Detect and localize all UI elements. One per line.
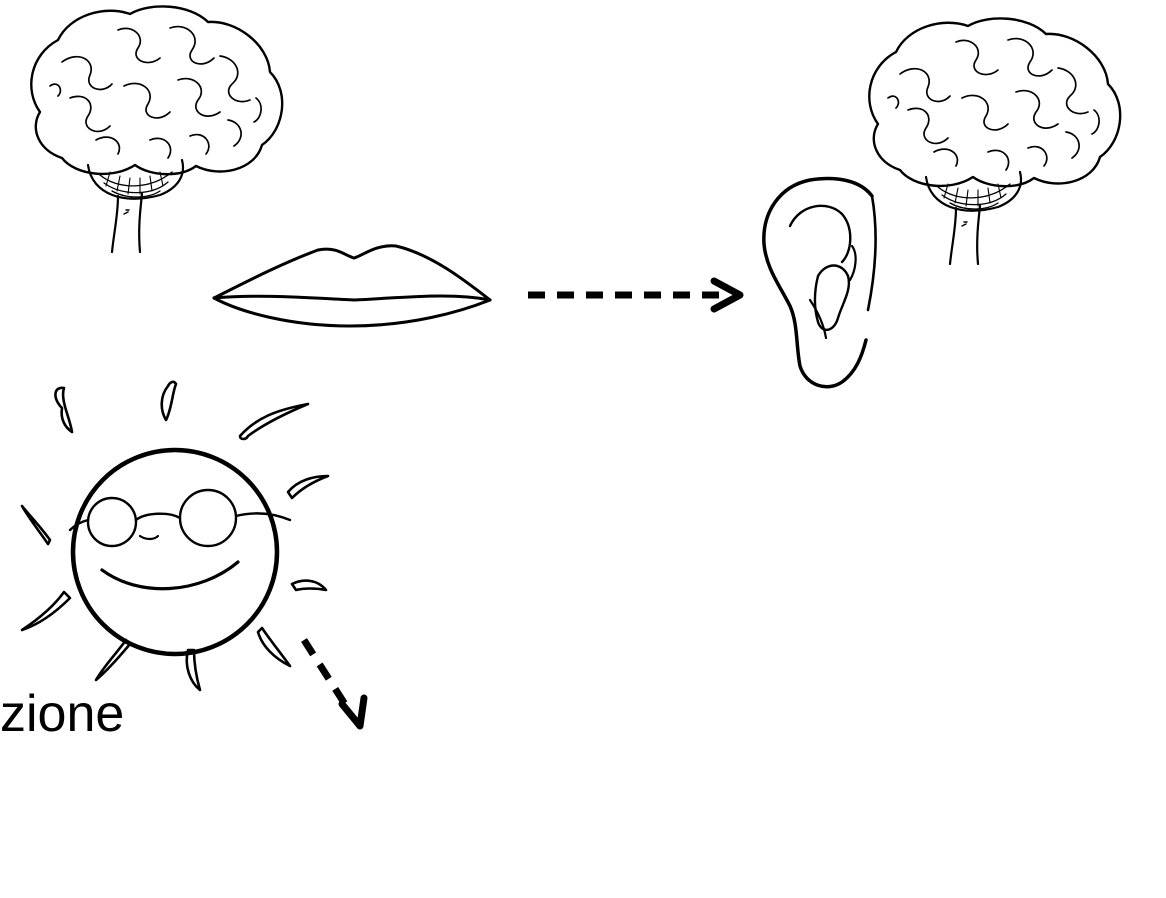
mouth-icon (214, 246, 490, 326)
ear-icon (764, 179, 876, 387)
brain-icon (31, 6, 282, 252)
arrow-sun-to-car (304, 640, 364, 726)
sun-icon (22, 382, 328, 690)
arrow-mouth-to-ear (528, 281, 740, 309)
brain-icon (869, 18, 1120, 264)
slide-label: zione (0, 688, 124, 740)
